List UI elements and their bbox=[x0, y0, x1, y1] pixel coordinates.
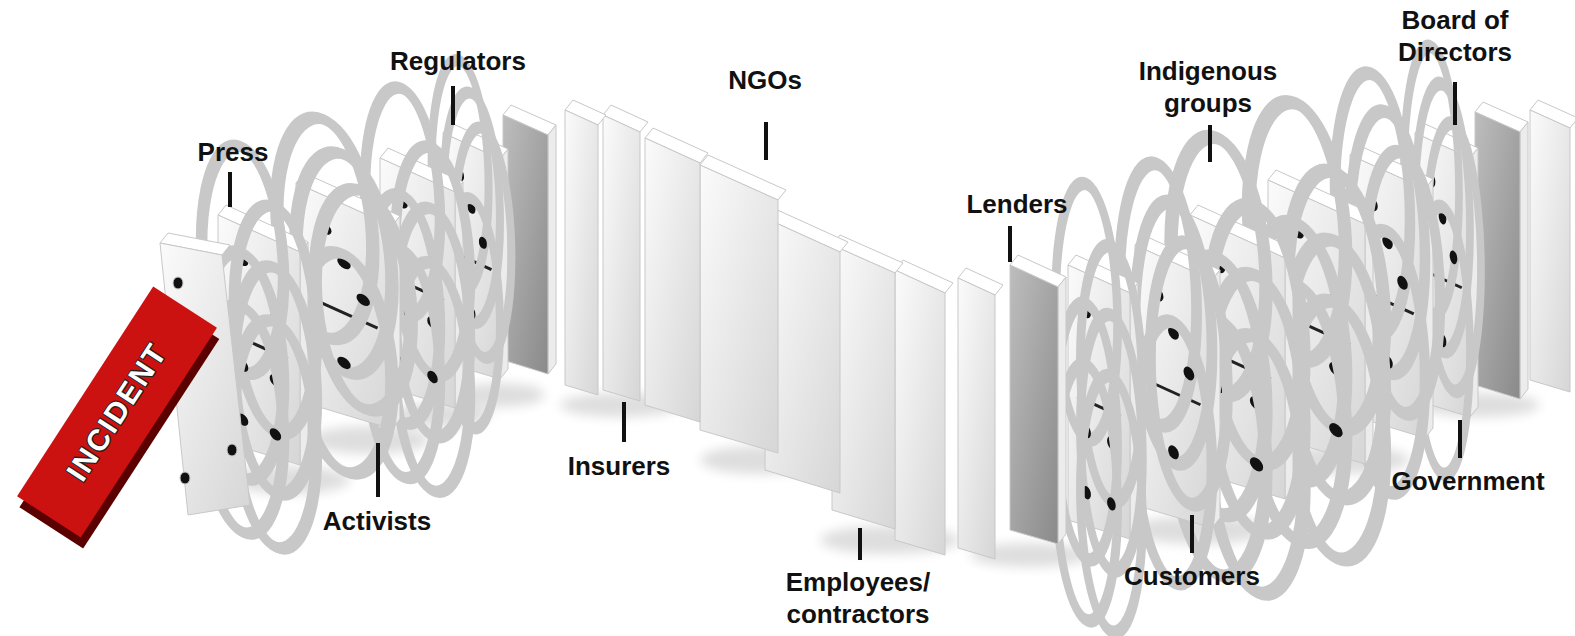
stakeholder-label: NGOs bbox=[710, 64, 820, 96]
stakeholder-label: Regulators bbox=[373, 45, 543, 77]
stakeholder-label: Lenders bbox=[952, 188, 1082, 220]
stakeholder-label: Customers bbox=[1112, 560, 1272, 592]
stakeholder-label: Government bbox=[1378, 465, 1558, 497]
stakeholder-label: Employees/ contractors bbox=[773, 566, 943, 630]
stakeholder-label: Press bbox=[173, 136, 293, 168]
node-text: INCIDENT bbox=[60, 337, 174, 488]
leader-lines bbox=[230, 82, 1460, 560]
stakeholder-label: Activists bbox=[297, 505, 457, 537]
stakeholder-label: Board of Directors bbox=[1380, 4, 1530, 68]
stakeholder-label: Insurers bbox=[549, 450, 689, 482]
stakeholder-label: Indigenous groups bbox=[1123, 55, 1293, 119]
